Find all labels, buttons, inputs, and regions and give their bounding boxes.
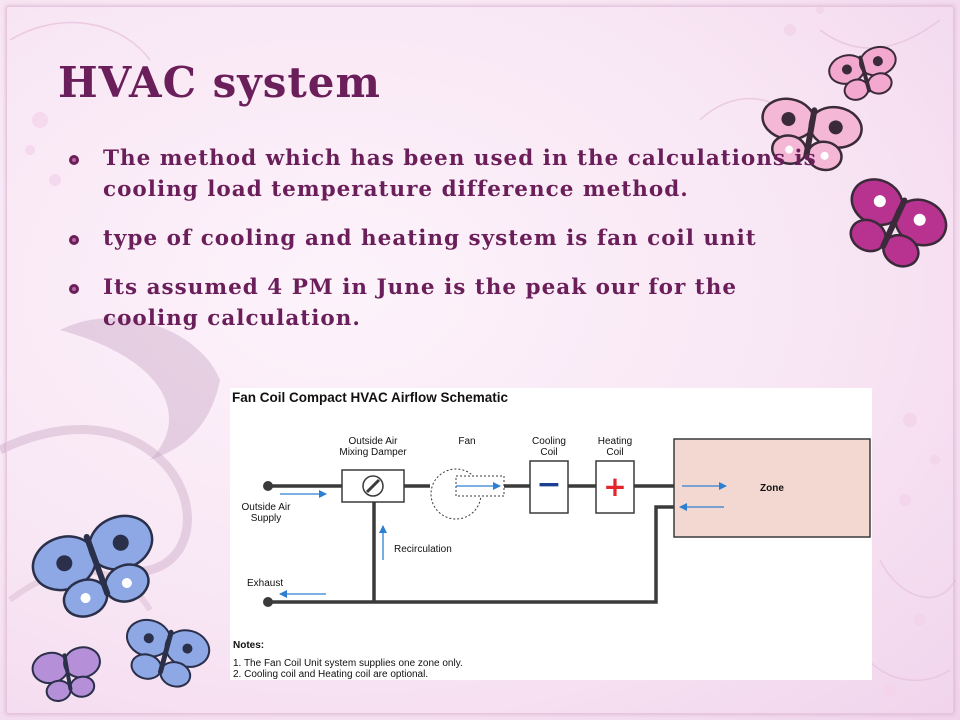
zone-box	[673, 438, 871, 538]
note-item: 2. Cooling coil and Heating coil are opt…	[233, 669, 428, 680]
notes-title: Notes:	[233, 640, 264, 651]
outside-air-inlet	[263, 481, 273, 491]
bullet-item: type of cooling and heating system is fa…	[66, 223, 836, 254]
bullet-icon	[69, 284, 79, 294]
slide-title: HVAC system	[58, 58, 381, 107]
bullet-item: The method which has been used in the ca…	[66, 143, 836, 205]
outside-air-label-line1: Outside Air	[242, 502, 292, 513]
schematic-canvas: Fan Coil Compact HVAC Airflow Schematic …	[232, 390, 871, 680]
bullet-text: type of cooling and heating system is fa…	[103, 226, 757, 251]
cooling-coil-label-line2: Coil	[540, 447, 557, 458]
bullet-icon	[69, 155, 79, 165]
duct-return-exhaust	[268, 505, 674, 604]
cooling-minus-icon: −	[536, 467, 561, 502]
cooling-coil-label-line1: Cooling	[532, 436, 566, 447]
exhaust-outlet	[263, 597, 273, 607]
damper-blade-icon	[365, 478, 381, 494]
fan-label: Fan	[458, 436, 475, 447]
bullet-item: Its assumed 4 PM in June is the peak our…	[66, 272, 836, 334]
duct-lines	[268, 484, 674, 604]
schematic-title: Fan Coil Compact HVAC Airflow Schematic	[232, 390, 509, 405]
bullet-text: Its assumed 4 PM in June is the peak our…	[103, 275, 738, 331]
bullet-text: The method which has been used in the ca…	[103, 146, 817, 202]
exhaust-label: Exhaust	[247, 578, 283, 589]
butterfly-icon	[849, 178, 948, 268]
heating-coil-label-line1: Heating	[598, 436, 632, 447]
bullet-list: The method which has been used in the ca…	[66, 143, 836, 352]
damper-label-line2: Mixing Damper	[339, 447, 407, 458]
butterfly-icon	[828, 45, 897, 101]
butterfly-icon	[31, 646, 101, 702]
damper-label-line1: Outside Air	[349, 436, 399, 447]
recirculation-label: Recirculation	[394, 544, 452, 555]
heating-coil-label-line2: Coil	[606, 447, 623, 458]
bullet-icon	[69, 235, 79, 245]
heating-plus-icon: +	[603, 470, 626, 503]
airflow-arrows	[279, 482, 727, 598]
outside-air-label-line2: Supply	[251, 513, 282, 524]
butterfly-icon	[126, 618, 211, 688]
cooling-coil	[529, 460, 569, 514]
butterfly-icon	[31, 514, 154, 618]
note-item: 1. The Fan Coil Unit system supplies one…	[233, 658, 463, 669]
zone-label: Zone	[760, 483, 784, 494]
heating-coil	[595, 460, 635, 514]
hvac-schematic: Fan Coil Compact HVAC Airflow Schematic …	[230, 388, 872, 680]
butterfly-icon	[761, 97, 863, 172]
